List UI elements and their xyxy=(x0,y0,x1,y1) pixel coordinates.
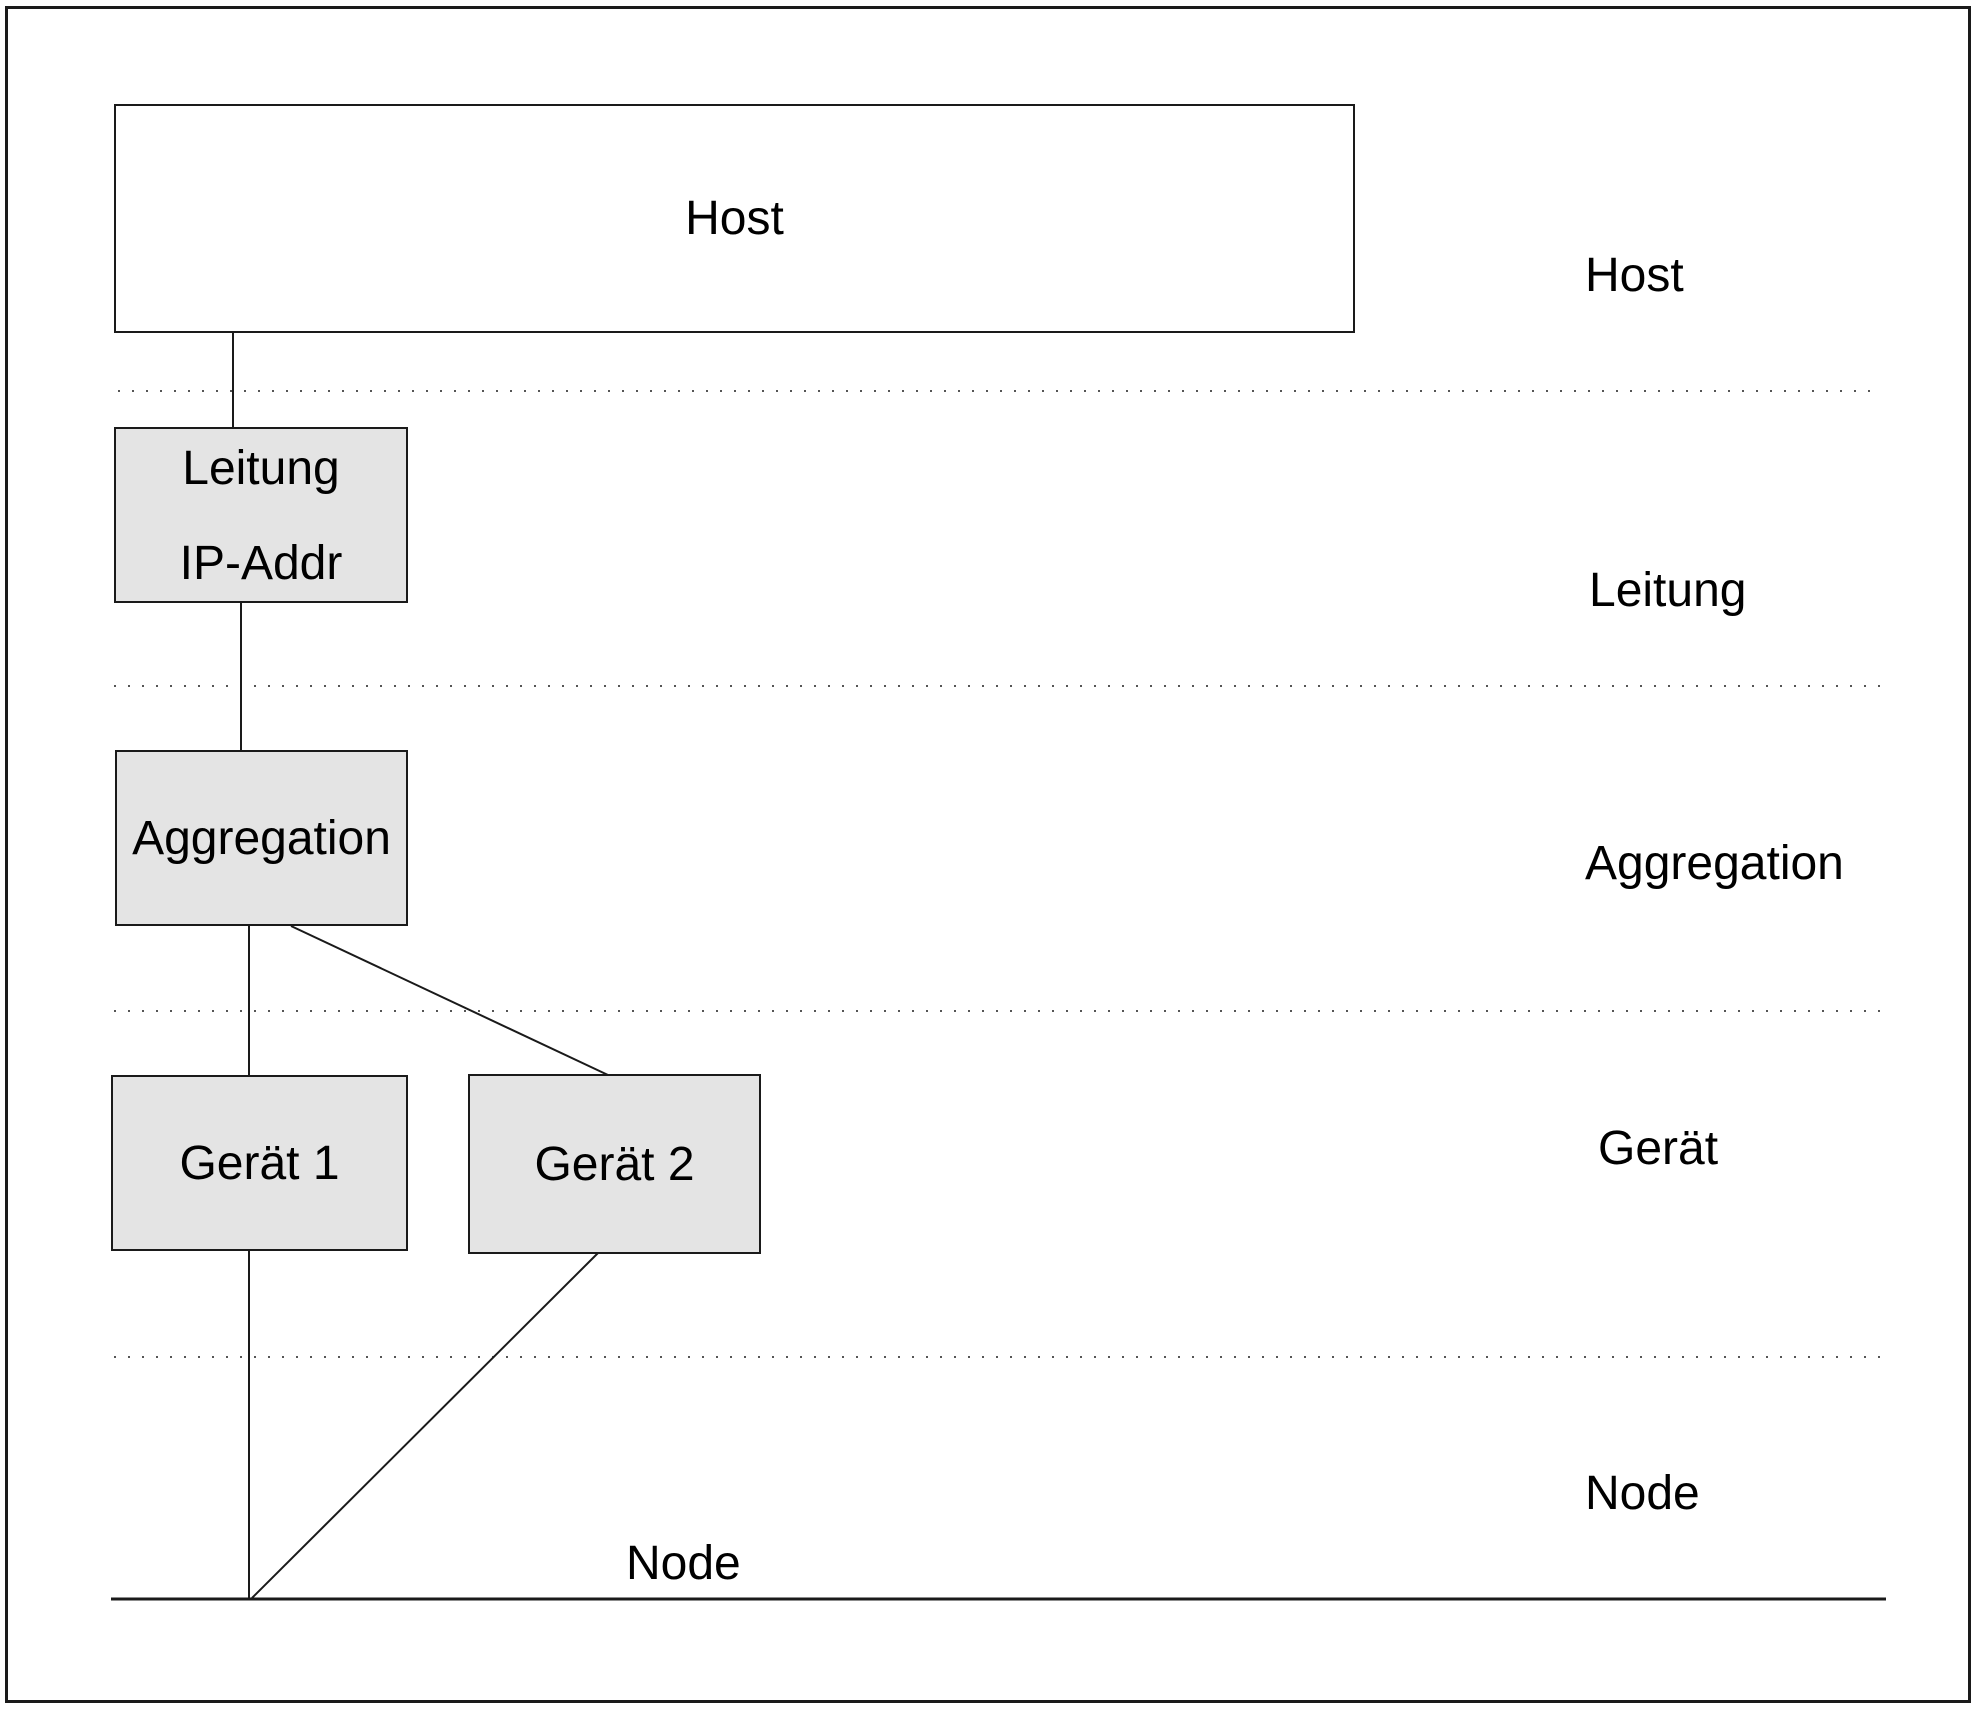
geraet-2-box: Gerät 2 xyxy=(468,1074,761,1254)
geraet-1-box: Gerät 1 xyxy=(111,1075,408,1251)
ip-addr-label: IP-Addr xyxy=(179,537,343,590)
geraet-1-label: Gerät 1 xyxy=(179,1136,340,1190)
layer-label-node: Node xyxy=(1585,1467,1700,1520)
geraet-2-label: Gerät 2 xyxy=(534,1137,695,1191)
layer-label-host: Host xyxy=(1585,249,1684,302)
host-box-label: Host xyxy=(685,192,784,245)
node-bus-label: Node xyxy=(626,1537,741,1590)
leitung-box: Leitung IP-Addr xyxy=(114,427,408,603)
leitung-box-label: Leitung xyxy=(182,442,340,495)
connector-aggregation-geraet2 xyxy=(290,925,609,1076)
aggregation-box-label: Aggregation xyxy=(132,811,391,865)
host-box: Host xyxy=(114,104,1355,333)
layer-label-leitung: Leitung xyxy=(1589,564,1747,617)
connector-geraet2-node xyxy=(251,1252,599,1599)
aggregation-box: Aggregation xyxy=(115,750,408,926)
layer-label-aggregation: Aggregation xyxy=(1585,837,1844,890)
layer-label-geraet: Gerät xyxy=(1598,1122,1719,1175)
